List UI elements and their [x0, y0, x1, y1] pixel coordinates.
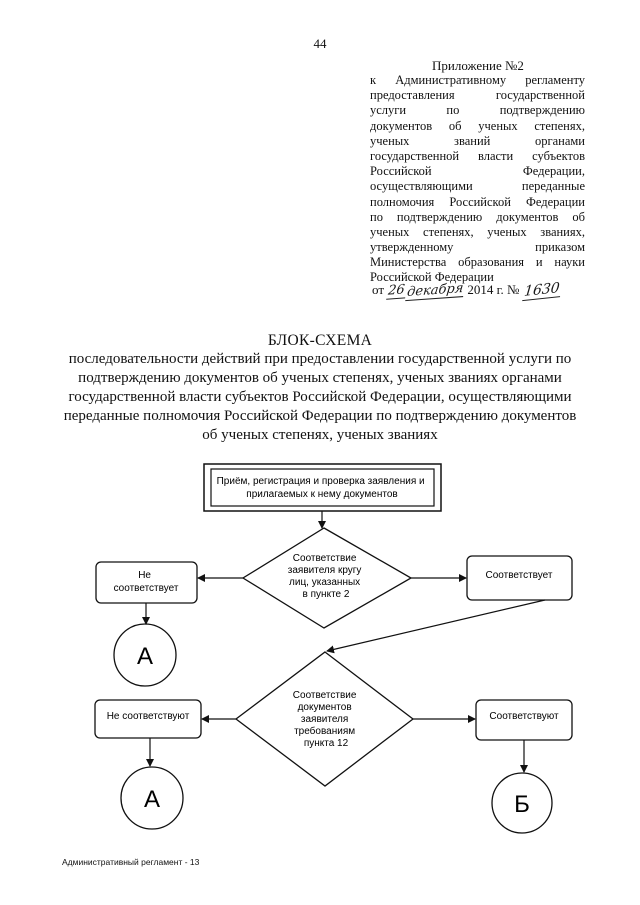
approval-line: от 26декабря 2014 г. № 1630 — [372, 279, 562, 302]
appendix-line: полномочия Российской Федерации — [370, 194, 585, 209]
start-box-outer — [203, 463, 442, 512]
decision2-diamond — [234, 651, 415, 787]
appendix-line: к Административному регламенту — [370, 73, 585, 87]
start-box-inner — [210, 468, 435, 507]
connector-circle-a2 — [120, 766, 184, 830]
approval-prefix: от — [372, 282, 385, 297]
no2-box — [94, 699, 202, 739]
appendix-line: Министерства образования и науки — [370, 255, 585, 270]
appendix-line: услуги по подтверждению — [370, 103, 585, 118]
appendix-line: утвержденному приказом — [370, 240, 585, 255]
appendix-line: предоставления государственной — [370, 88, 585, 103]
yes1-label: Соответствует — [486, 570, 553, 581]
start-box-label: Приём, регистрация и проверка заявления … — [217, 476, 428, 500]
arrow-yes1-to-decision2 — [326, 599, 546, 654]
connector-a1-label: А — [137, 643, 153, 670]
appendix-line: Российской Федерации — [370, 270, 494, 285]
appendix-line: осуществляющими переданные — [370, 179, 585, 194]
connector-circle-b — [491, 772, 553, 834]
appendix-line: государственной власти субъектов — [370, 148, 585, 163]
decision1-label: Соответствие заявителя кругу лиц, указан… — [288, 553, 364, 600]
diagram-title: БЛОК-СХЕМА — [267, 332, 373, 349]
connector-b-label: Б — [514, 791, 530, 818]
appendix-line: ученых степенях, ученых званиях, — [370, 224, 585, 239]
decision1-diamond — [241, 527, 413, 629]
appendix-line: ученых званий органами — [370, 133, 585, 148]
connector-a2-label: А — [144, 786, 160, 813]
appendix-line: документов об ученых степенях, — [370, 118, 585, 133]
no2-label: Не соответствуют — [107, 711, 190, 722]
approval-year: 2014 г. № — [467, 282, 520, 297]
yes2-label: Соответствуют — [489, 711, 559, 722]
footer-note: Административный регламент - 13 — [62, 857, 200, 867]
no1-label: Не соответствует — [114, 570, 179, 594]
connector-circle-a1 — [113, 623, 177, 687]
diagram-subtitle: последовательности действий при предоста… — [63, 351, 577, 443]
appendix-line: Российской Федерации, — [370, 164, 585, 179]
decision2-label: Соответствие документов заявителя требов… — [293, 690, 359, 749]
appendix-line: по подтверждению документов об — [370, 209, 585, 224]
page-number: 44 — [313, 36, 327, 51]
yes1-box — [466, 555, 573, 601]
appendix-title: Приложение №2 — [432, 58, 524, 73]
